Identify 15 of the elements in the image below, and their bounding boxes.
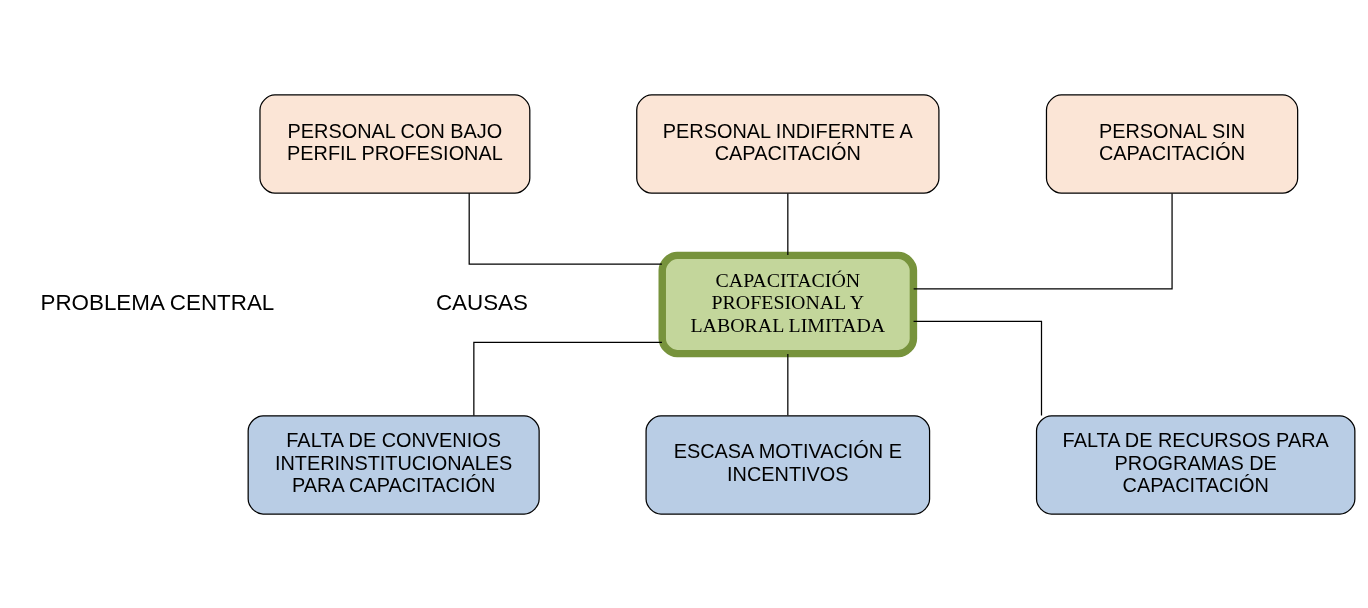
connector [468,192,663,265]
connector [912,320,1043,416]
node-box: FALTA DE CONVENIOS INTERINSTITUCIONALES PARA CAPACITACIÓN [247,414,540,515]
node-box: FALTA DE RECURSOS PARA PROGRAMAS DE CAPACITACIÓN [1035,414,1356,515]
node-box: CAPACITACIÓN PROFESIONAL Y LABORAL LIMITADA [658,251,918,357]
label: PROBLEMA CENTRAL [40,289,275,315]
node-box: ESCASA MOTIVACIÓN E INCENTIVOS [645,414,931,515]
node-box: PERSONAL SIN CAPACITACIÓN [1045,93,1299,194]
connector [473,341,663,416]
node-box: PERSONAL CON BAJO PERFIL PROFESIONAL [259,93,531,194]
node-box: PERSONAL INDIFERNTE A CAPACITACIÓN [636,93,940,194]
connector [787,192,789,256]
connector [913,192,1173,290]
label: CAUSAS [435,289,528,315]
connector [787,352,789,416]
